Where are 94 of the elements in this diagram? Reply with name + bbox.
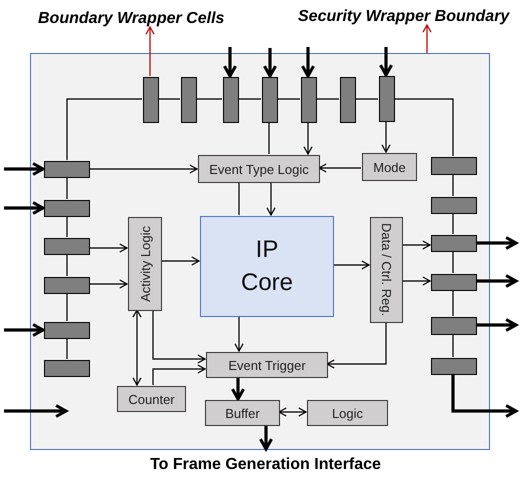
- connector-line: [66, 216, 68, 237]
- connector-line: [196, 98, 222, 100]
- connector-line: [158, 98, 180, 100]
- block-label: Event Type Logic: [209, 162, 309, 176]
- arrow: [402, 276, 431, 286]
- arrow: [379, 47, 393, 76]
- heading-label: Security Wrapper Boundary: [298, 7, 526, 25]
- arrow: [89, 164, 198, 174]
- arrow: [326, 322, 387, 369]
- wrapper-cell: [223, 77, 239, 123]
- wrapper-cell: [431, 358, 477, 375]
- leader-arrow: [145, 26, 155, 76]
- wrapper-cell: [44, 277, 90, 294]
- arrow: [318, 163, 361, 173]
- block-label: Buffer: [225, 406, 260, 420]
- caption-text: To Frame Generation Interface: [150, 455, 381, 475]
- connector-line: [452, 213, 454, 234]
- leader-arrow: [422, 24, 432, 53]
- connector-line: [66, 254, 68, 276]
- wrapper-cell: [431, 317, 477, 335]
- arrow: [132, 309, 142, 386]
- block-label: Data / Ctrl. Reg.: [380, 223, 393, 317]
- wrapper-cell: [44, 238, 90, 255]
- arrow: [476, 236, 518, 250]
- ip-core-block: [200, 216, 334, 317]
- logic-block: [128, 217, 162, 311]
- arrow: [4, 201, 44, 215]
- arrow: [231, 377, 245, 400]
- logic-block: [362, 153, 417, 181]
- connector-line: [452, 251, 454, 273]
- arrow: [152, 310, 206, 364]
- logic-block: [370, 217, 403, 323]
- wrapper-cell: [431, 157, 477, 175]
- wrapper-cell: [44, 322, 90, 339]
- wrapper-cell: [379, 76, 395, 122]
- connector-line: [66, 338, 68, 359]
- arrow: [263, 48, 277, 78]
- connector-line: [268, 122, 270, 154]
- arrow: [89, 243, 128, 253]
- wrapper-cell: [431, 235, 477, 252]
- wrapper-cell: [340, 77, 356, 123]
- wrapper-cell: [44, 200, 90, 217]
- wrapper-cell: [143, 77, 159, 123]
- arrow: [333, 260, 370, 270]
- connector-line: [394, 98, 454, 156]
- block-label: Activity Logic: [138, 226, 152, 302]
- arrow: [402, 240, 431, 250]
- arrow: [266, 182, 276, 216]
- arrow: [301, 47, 315, 78]
- arrow: [381, 121, 391, 153]
- wrapper-cell: [44, 360, 90, 377]
- block-label: IP Core: [240, 235, 294, 298]
- arrow: [278, 407, 307, 417]
- logic-block: [117, 386, 186, 412]
- arrow: [4, 162, 44, 176]
- arrow: [4, 323, 44, 337]
- arrow: [234, 316, 244, 352]
- connector-line: [452, 334, 454, 357]
- logic-block: [198, 155, 320, 183]
- connector-line: [238, 182, 240, 215]
- wrapper-cell: [431, 274, 477, 291]
- logic-block: [205, 400, 280, 426]
- logic-block: [206, 352, 328, 378]
- block-label: Counter: [128, 392, 175, 406]
- logic-block: [307, 400, 388, 426]
- arrow: [152, 364, 206, 385]
- arrow: [451, 374, 518, 418]
- arrow: [4, 404, 68, 418]
- arrow: [161, 256, 200, 266]
- connector-line: [452, 290, 454, 316]
- connector-line: [66, 293, 68, 321]
- wrapper-cell: [181, 77, 197, 123]
- connector-line: [316, 98, 339, 100]
- wrapper-cell: [431, 197, 477, 214]
- arrow: [303, 122, 313, 155]
- arrow: [89, 279, 128, 289]
- connector-line: [238, 98, 261, 100]
- heading-label: Boundary Wrapper Cells: [38, 9, 228, 27]
- connector-line: [277, 98, 300, 100]
- wrapper-cell: [44, 161, 90, 178]
- arrow: [259, 425, 273, 450]
- arrow: [476, 318, 518, 332]
- block-label: Logic: [332, 406, 364, 420]
- block-label: Mode: [373, 160, 406, 174]
- wrapper-cell: [262, 77, 278, 123]
- connector-line: [452, 174, 454, 196]
- arrow: [476, 274, 518, 288]
- arrow: [223, 47, 237, 78]
- wrapper-cell: [301, 77, 317, 123]
- connector-line: [66, 177, 68, 199]
- block-label: Event Trigger: [228, 358, 306, 372]
- connector-line: [66, 98, 142, 160]
- connector-line: [355, 98, 378, 100]
- wrapper-boundary-panel: [30, 53, 490, 450]
